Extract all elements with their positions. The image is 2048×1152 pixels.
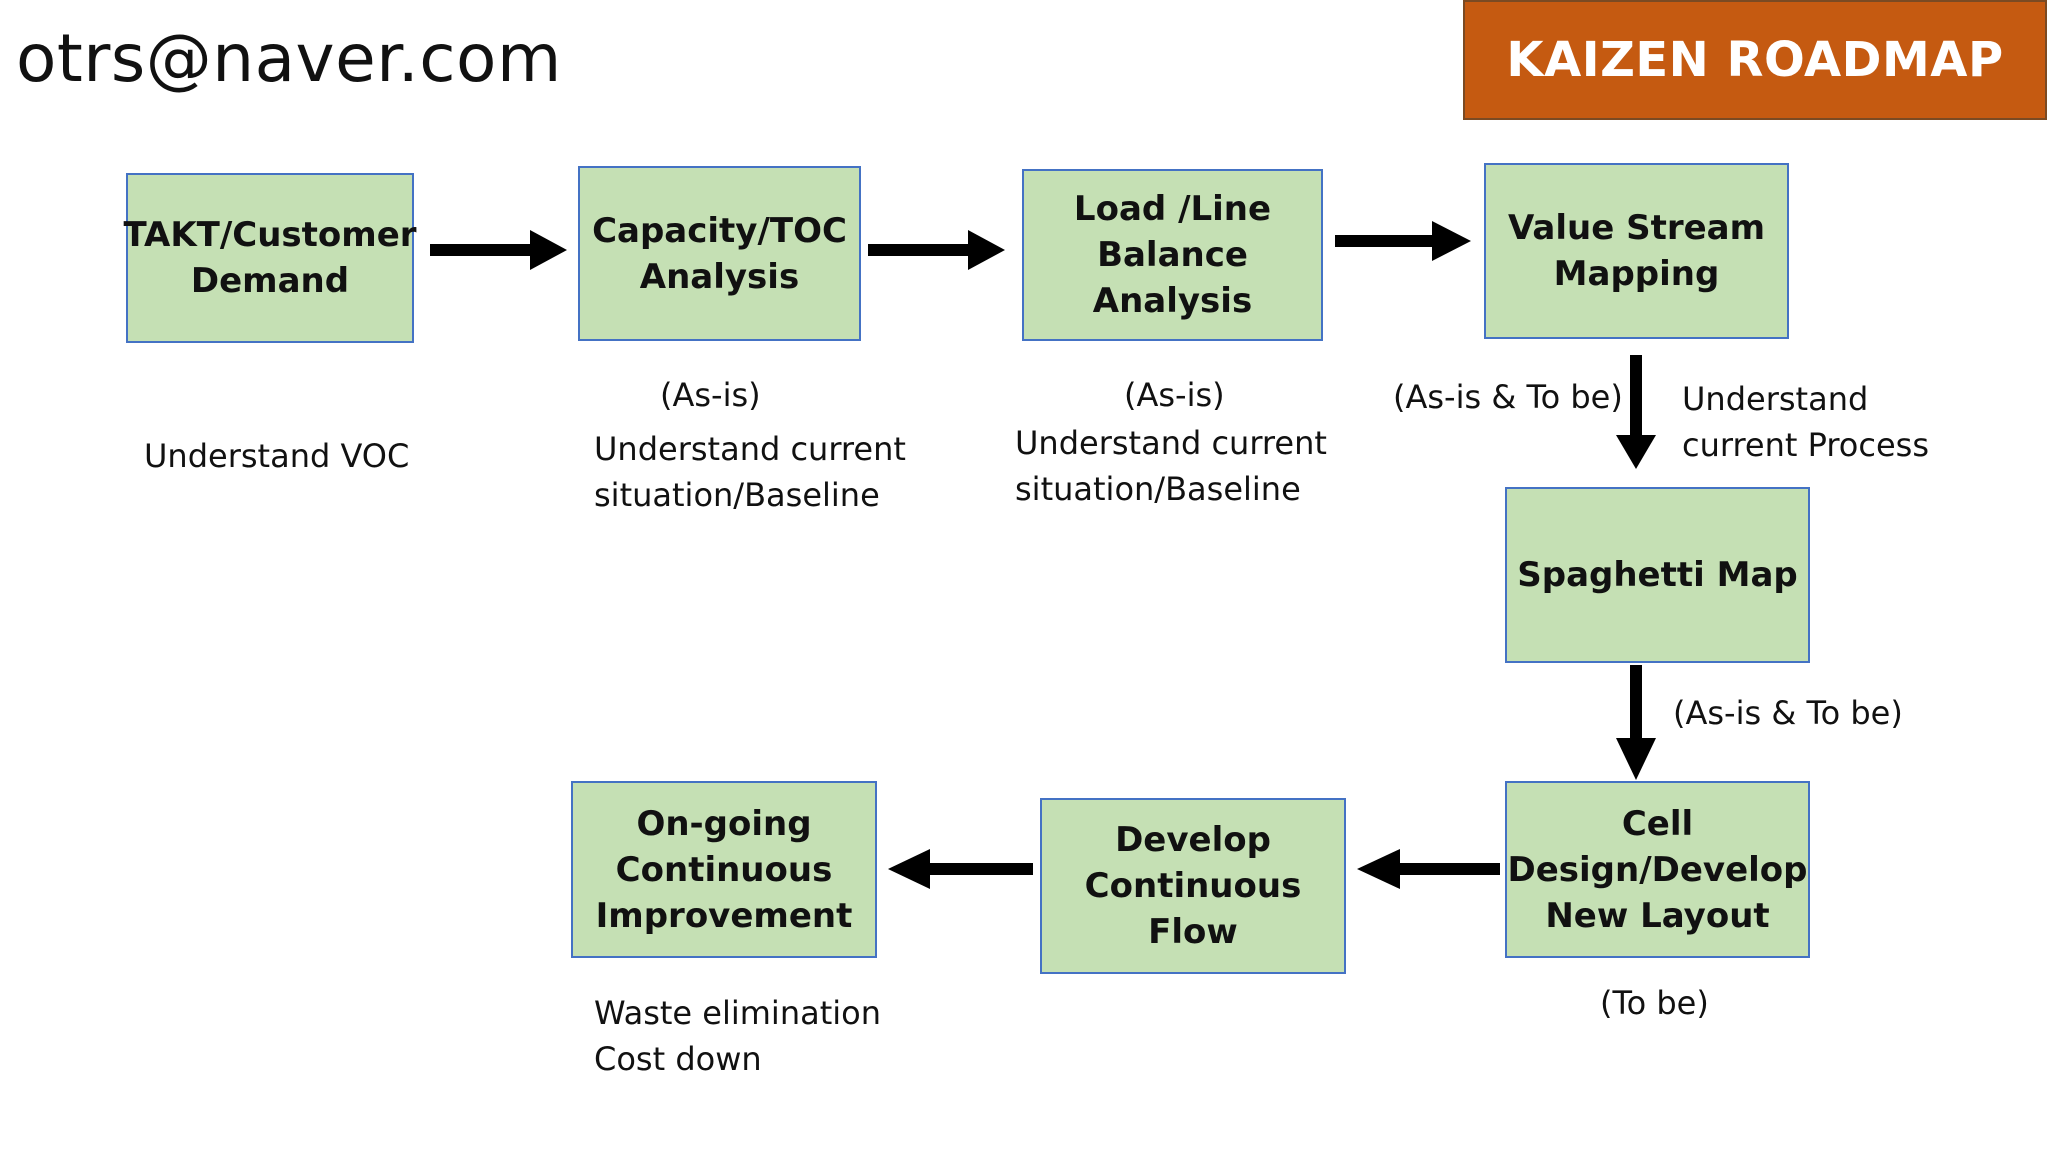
title-banner: KAIZEN ROADMAP <box>1463 0 2047 120</box>
arrow-down-icon <box>1616 665 1656 780</box>
step-label: On-going Continuous Improvement <box>595 803 853 936</box>
step-load-line-balance-analysis: Load /Line Balance Analysis <box>1022 169 1323 341</box>
step-label: Load /Line Balance Analysis <box>1073 189 1272 321</box>
step-label: TAKT/Customer Demand <box>123 215 417 301</box>
banner-title: KAIZEN ROADMAP <box>1506 32 2004 88</box>
step-develop-continuous-flow: Develop Continuous Flow <box>1040 798 1346 974</box>
step-takt-customer-demand: TAKT/Customer Demand <box>123 173 417 343</box>
arrow-left-icon <box>888 849 1033 889</box>
step-label: Develop Continuous Flow <box>1084 820 1302 952</box>
note-understand-voc: Understand VOC <box>144 437 410 475</box>
note-as-is: (As-is) <box>660 376 761 414</box>
note-understand-current-situation: Understand current situation/Baseline <box>1015 424 1327 508</box>
step-label: Spaghetti Map <box>1517 555 1798 595</box>
note-understand-current-process: Understand current Process <box>1682 380 1929 464</box>
note-understand-current-situation: Understand current situation/Baseline <box>594 430 906 514</box>
note-to-be: (To be) <box>1600 984 1709 1022</box>
arrow-right-icon <box>430 230 567 270</box>
arrow-down-icon <box>1616 355 1656 469</box>
arrow-right-icon <box>1335 221 1471 261</box>
note-as-is-to-be: (As-is & To be) <box>1673 694 1903 732</box>
note-as-is-to-be: (As-is & To be) <box>1393 378 1623 416</box>
step-capacity-toc-analysis: Capacity/TOC Analysis <box>578 166 861 341</box>
step-label: Capacity/TOC Analysis <box>592 210 847 297</box>
note-as-is: (As-is) <box>1124 376 1225 414</box>
step-spaghetti-map: Spaghetti Map <box>1505 487 1810 663</box>
step-label: Value Stream Mapping <box>1507 208 1766 294</box>
step-ongoing-continuous-improvement: On-going Continuous Improvement <box>571 781 877 958</box>
email-address: otrs@naver.com <box>16 20 562 97</box>
step-value-stream-mapping: Value Stream Mapping <box>1484 163 1789 339</box>
step-cell-design-new-layout: Cell Design/Develop New Layout <box>1505 781 1810 958</box>
arrow-right-icon <box>868 230 1005 270</box>
step-label: Cell Design/Develop New Layout <box>1507 803 1808 936</box>
arrow-left-icon <box>1357 849 1500 889</box>
note-waste-elimination-cost-down: Waste elimination Cost down <box>594 994 881 1078</box>
